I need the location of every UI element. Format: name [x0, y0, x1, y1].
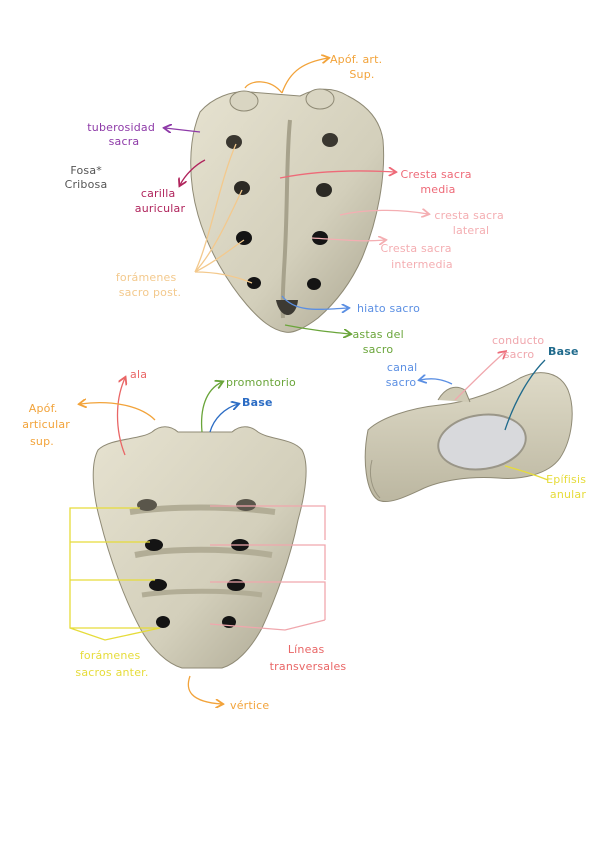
label-foramenes-sacros-anter: forámenes sacros anter. [75, 649, 148, 679]
label-vertice: vértice [230, 699, 269, 712]
anterior-labels: ala Apóf. articular sup. promontorio Bas… [22, 368, 346, 712]
label-foramenes-sacro-post: forámenes sacro post. [116, 271, 181, 299]
label-epifisis-anular: Epífisis anular [546, 473, 590, 501]
label-base-anterior: Base [242, 396, 273, 409]
label-conducto-sacro: conducto sacro [492, 334, 548, 361]
anterior-sacrum [92, 426, 307, 669]
posterior-labels: Apóf. art. Sup. tuberosidad sacra Fosa* … [65, 53, 507, 356]
label-astas-del-sacro: astas del sacro [352, 328, 407, 356]
label-cresta-sacra-intermedia: Cresta sacra intermedia [381, 242, 456, 271]
label-carilla-auricular: carilla auricular [135, 187, 186, 215]
lateral-sacrum [364, 372, 573, 503]
posterior-annotation-lines [165, 58, 428, 334]
label-cresta-sacra-media: Cresta sacra media [401, 168, 476, 196]
anterior-annotation-lines [69, 378, 326, 704]
label-fosa-cribosa: Fosa* Cribosa [65, 164, 108, 191]
posterior-sacrum [190, 88, 385, 333]
label-apof-articular-sup: Apóf. articular sup. [22, 402, 73, 448]
label-promontorio: promontorio [226, 376, 296, 389]
label-base-lateral: Base [548, 345, 579, 358]
label-canal-sacro: canal sacro [386, 361, 421, 389]
lateral-annotation-lines [420, 352, 549, 481]
label-apof-art-sup: Apóf. art. Sup. [330, 53, 386, 81]
label-ala: ala [130, 368, 147, 381]
lateral-labels: conducto sacro Base canal sacro Epífisis… [386, 334, 590, 501]
label-hiato-sacro: hiato sacro [357, 302, 420, 315]
label-tuberosidad-sacra: tuberosidad sacra [87, 121, 158, 148]
label-cresta-sacra-lateral: cresta sacra lateral [434, 209, 507, 237]
label-lineas-transversales: Líneas transversales [270, 643, 347, 673]
